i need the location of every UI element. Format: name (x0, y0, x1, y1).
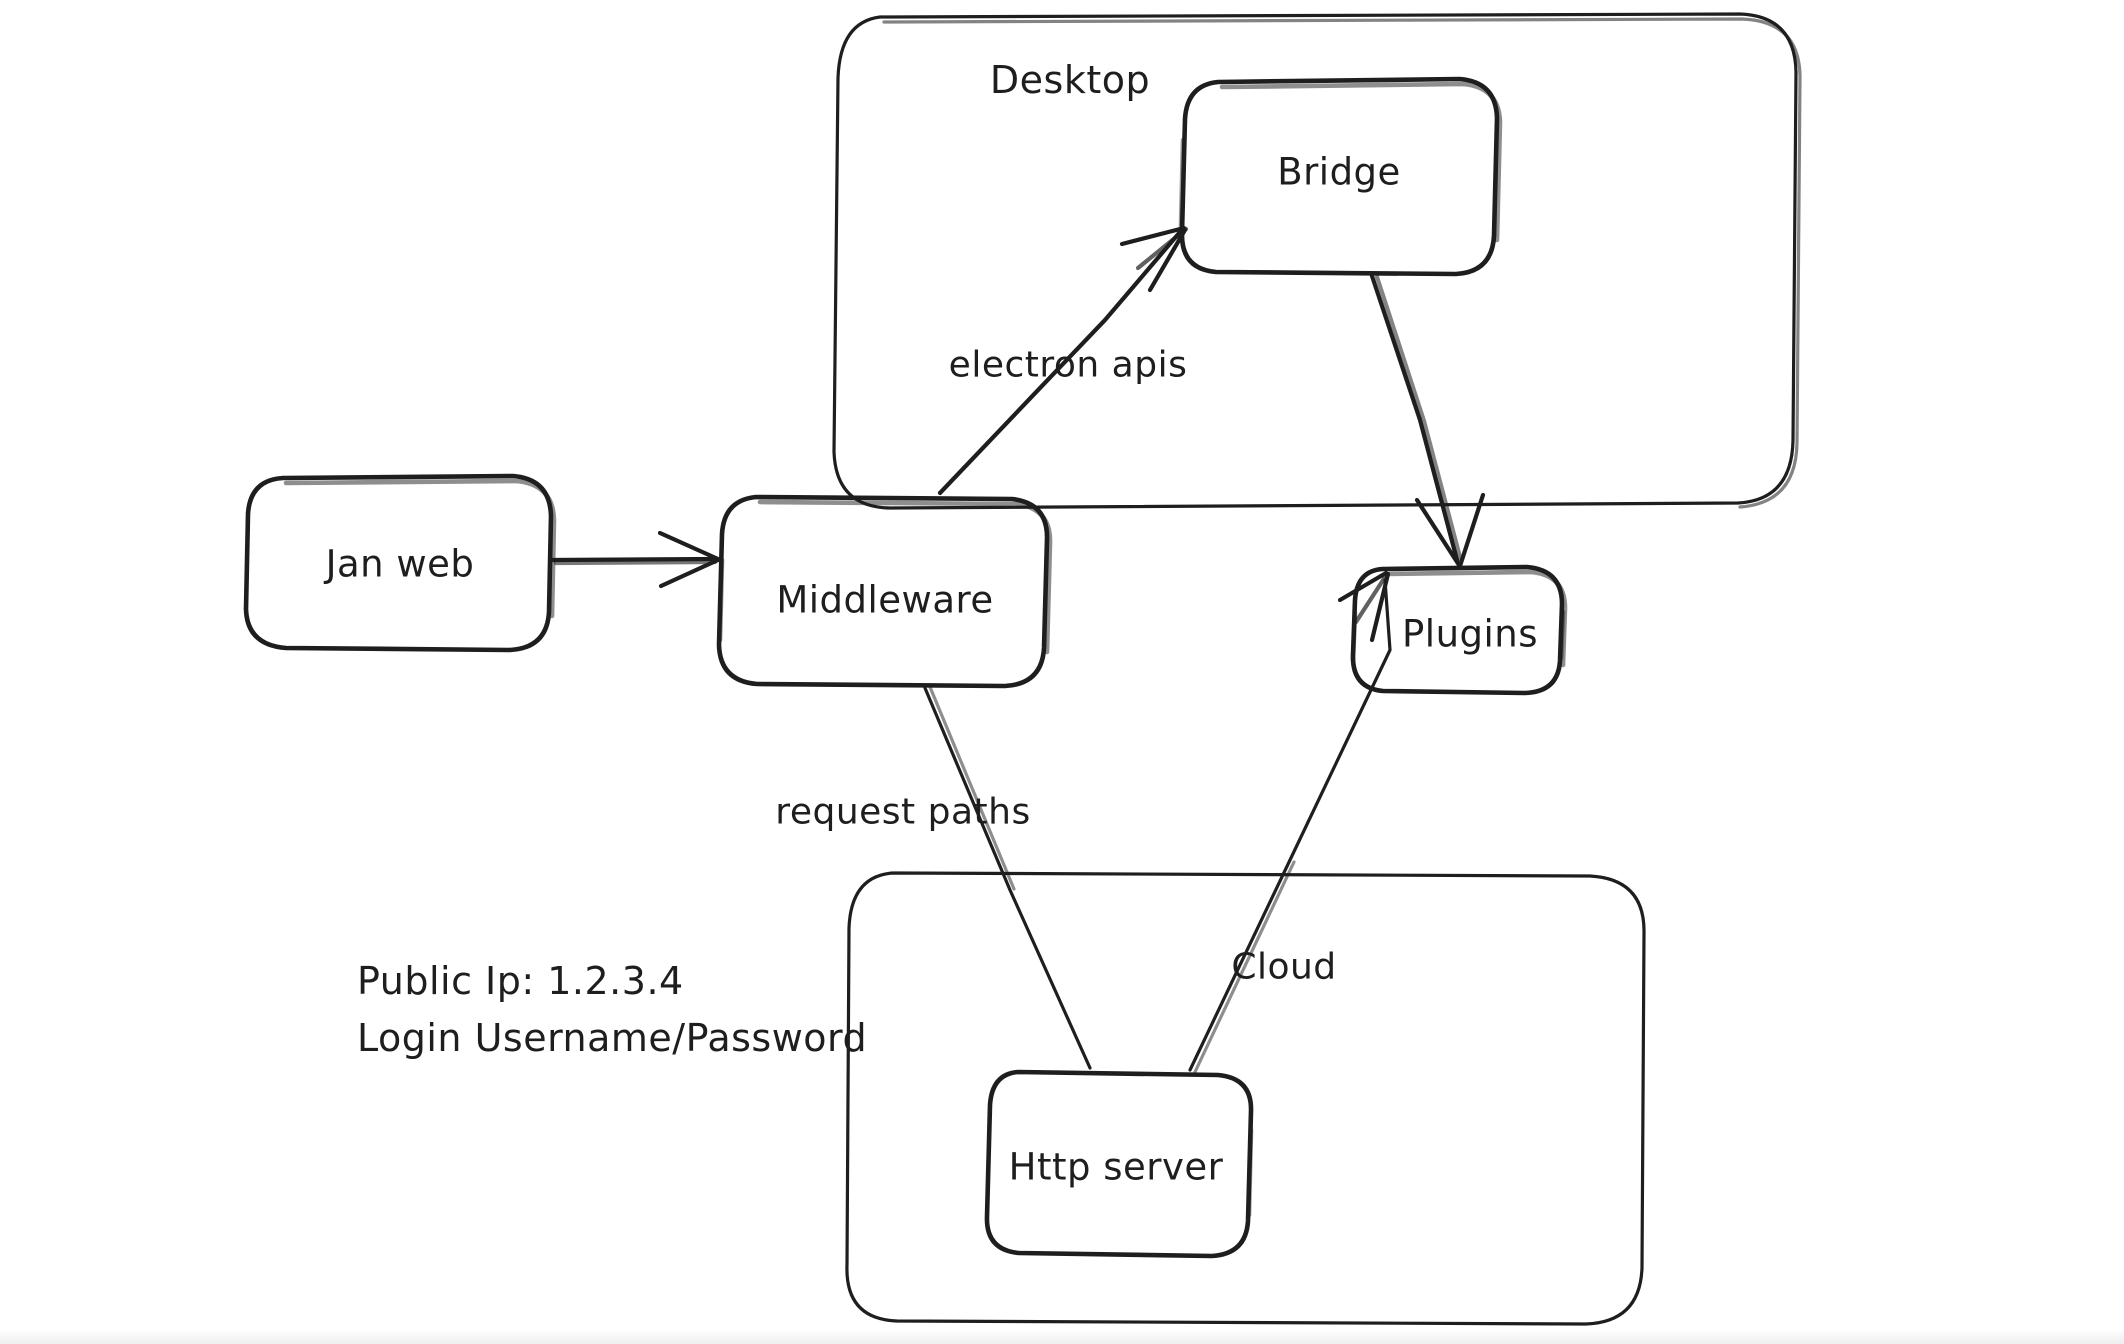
edge-jan-web-to-middleware (549, 530, 721, 589)
node-middleware-outline[interactable] (716, 494, 1053, 689)
node-jan-web-outline[interactable] (243, 473, 557, 653)
canvas-bottom-edge (0, 1330, 2124, 1344)
node-bridge-outline[interactable] (1178, 76, 1503, 277)
node-http-server-outline[interactable] (984, 1069, 1254, 1259)
group-desktop-outline (832, 12, 1802, 510)
group-cloud-outline (845, 871, 1646, 1326)
edge-bridge-to-plugins (1369, 273, 1486, 569)
edge-middleware-to-bridge (937, 225, 1189, 496)
edge-http-server-to-plugins (1188, 570, 1392, 1074)
edge-middleware-to-http-server (923, 685, 1092, 1070)
